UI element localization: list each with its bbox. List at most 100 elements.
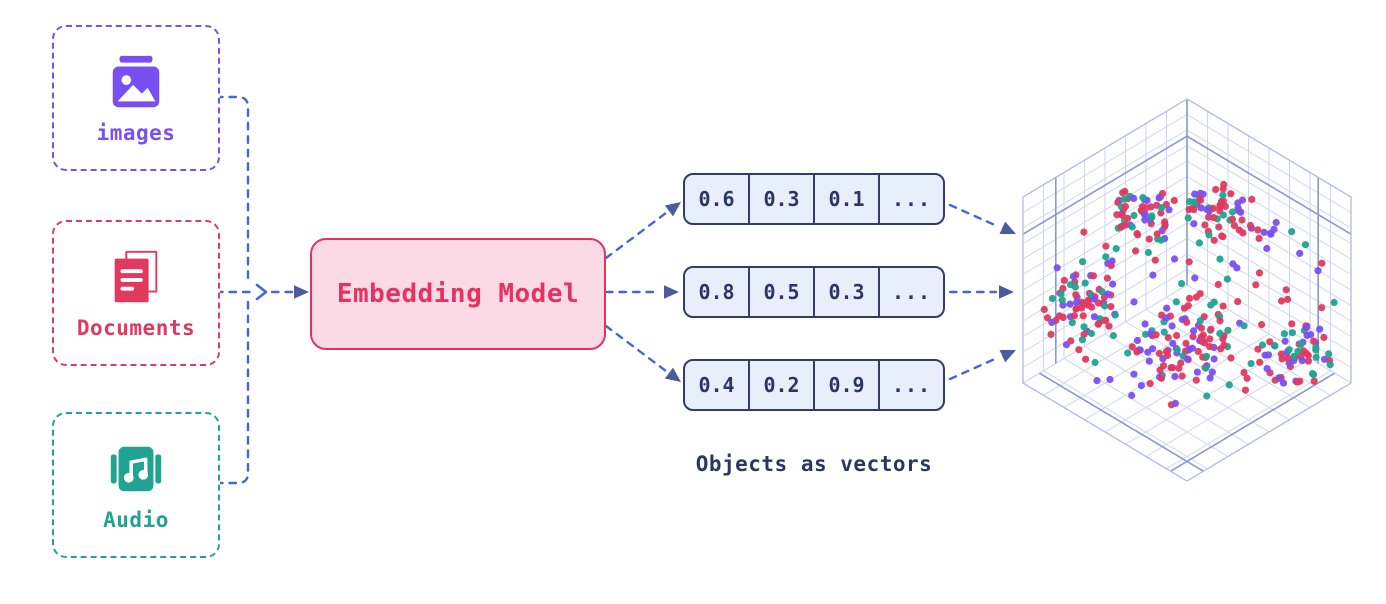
vector-point [1106,375,1114,384]
vector-row-1: 0.6 0.3 0.1 ... [683,173,945,225]
vector-point [1183,355,1191,363]
vector-point [1325,350,1333,358]
vector-point [1117,223,1125,231]
vector-cell: 0.8 [685,268,750,316]
vector-point [1082,355,1090,363]
vector-point [1203,392,1211,400]
vector-point [1318,259,1326,267]
vector-point [1075,346,1083,354]
vector-point [1168,364,1176,372]
vector-point [1260,228,1268,236]
vector-point [1113,211,1121,219]
vector-point [1059,284,1067,292]
vector-point [1130,370,1138,378]
vector-point [1246,221,1255,230]
vector-point [1070,312,1078,320]
vector-point [1121,187,1129,196]
vector-point [1301,241,1310,249]
vector-point [1124,349,1132,357]
vector-point [1177,359,1185,367]
vector-point [1235,226,1243,234]
vector-point [1214,280,1222,289]
vector-point [1263,244,1271,253]
vector-point [1223,275,1231,283]
vector-point [1293,378,1301,386]
vector-point [1297,340,1305,348]
source-label-documents: Documents [76,316,196,340]
vector-point [1058,296,1066,304]
vector-point [1066,300,1074,308]
vector-point [1109,332,1117,340]
vector-point [1210,236,1218,244]
vector-point [1234,204,1242,212]
vector-point [1163,304,1171,312]
vector-point [1098,288,1106,296]
vector-point [1195,239,1203,247]
vector-point [1084,296,1092,304]
vector-point [1128,391,1136,400]
flow-arrows [214,95,1016,485]
vector-point [1330,298,1338,307]
vector-point [1219,211,1227,219]
vector-point [1216,317,1224,325]
vector-point [1312,346,1320,354]
vector-point [1194,347,1202,356]
vector-point [1152,331,1160,339]
vector-point [1196,290,1204,298]
vector-point [1210,298,1218,306]
vector-point [1133,230,1141,238]
vector-point [1178,372,1186,380]
vector-point [1148,213,1156,222]
source-label-images: images [96,121,176,145]
vector-point [1282,286,1290,294]
vector-point [1120,195,1128,203]
vector-point [1288,329,1296,337]
vector-point [1190,206,1198,214]
vector-cell: 0.6 [685,175,750,223]
vector-point [1233,264,1241,272]
vector-point [1104,290,1112,298]
vector-point [1121,202,1130,211]
vector-point [1202,352,1211,360]
vector-point [1219,335,1227,343]
vector-point [1312,353,1320,361]
vector-point [1078,298,1086,306]
vector-point [1256,358,1264,366]
vector-point [1255,234,1263,242]
vector-point [1234,298,1242,306]
vector-point [1228,208,1237,216]
embedding-model-box: Embedding Model [310,238,606,350]
source-box-images: images [52,25,220,171]
vector-point [1091,358,1099,367]
vector-point [1190,327,1198,335]
cube-grid [1022,98,1352,482]
vector-point [1303,331,1311,340]
vector-point [1072,291,1080,299]
vector-point [1299,347,1307,355]
vector-point [1271,342,1279,350]
vector-cell: 0.1 [815,175,880,223]
vector-point [1141,320,1149,328]
vector-point [1130,298,1138,306]
vector-point [1142,204,1150,212]
vector-point [1254,345,1262,353]
vector-point [1043,314,1052,322]
vector-point [1304,351,1312,360]
vector-point [1197,204,1205,212]
vector-point [1288,320,1296,328]
vector-point [1160,328,1168,336]
vector-point [1252,281,1260,289]
vector-point [1326,361,1334,369]
vector-point [1279,379,1288,387]
documents-icon [114,250,158,303]
vector-point [1132,247,1140,255]
vector-point [1275,374,1283,382]
vector-point [1310,371,1318,379]
merge-chevron [255,283,268,301]
vector-point [1206,335,1214,343]
vector-point [1191,190,1199,198]
vector-row-2: 0.8 0.5 0.3 ... [683,266,945,318]
vector-point [1205,231,1213,239]
scatter-dots [1040,180,1338,409]
